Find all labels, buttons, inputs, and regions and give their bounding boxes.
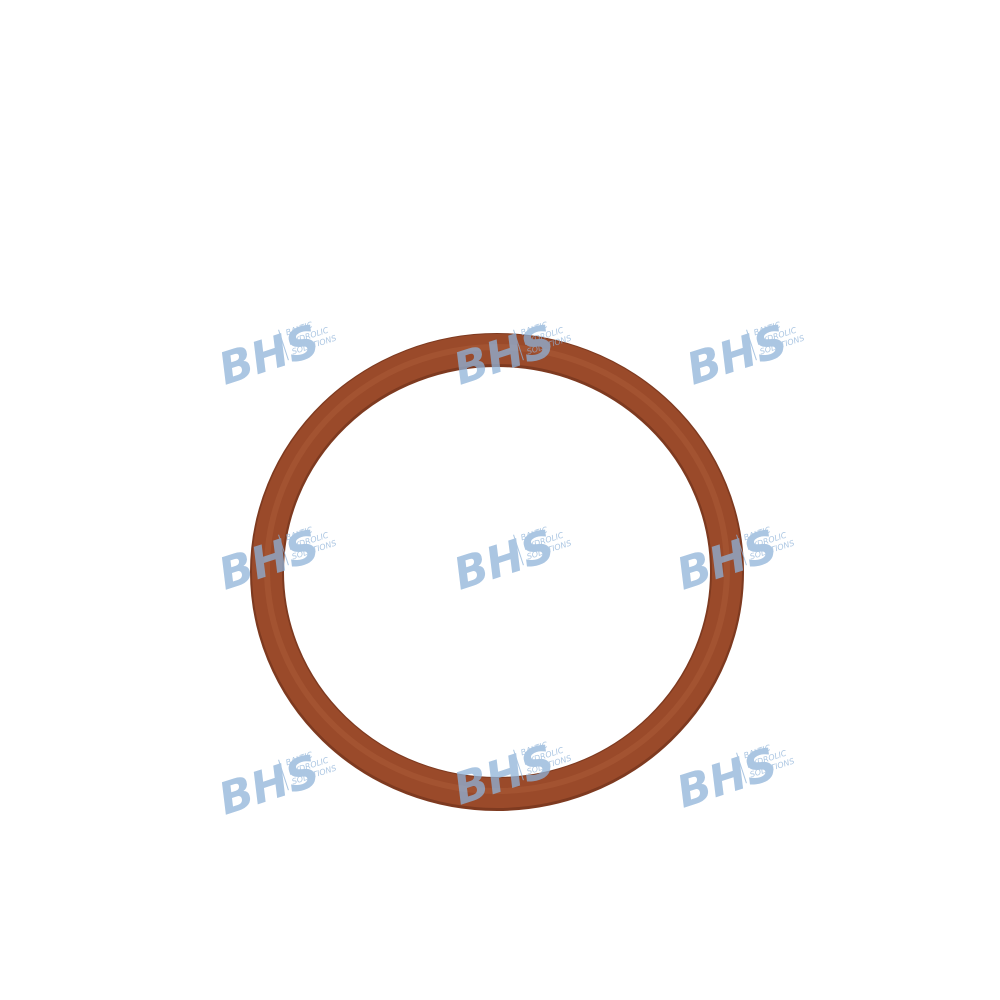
watermark-divider	[278, 534, 289, 566]
watermark-divider	[736, 752, 747, 784]
watermark-divider	[746, 329, 757, 361]
watermark-divider	[513, 329, 524, 361]
watermark-divider	[278, 759, 289, 791]
watermark-divider	[513, 534, 524, 566]
o-ring	[250, 333, 744, 811]
o-ring-highlight	[264, 344, 730, 794]
watermark-divider	[736, 534, 747, 566]
watermark-divider	[278, 329, 289, 361]
o-ring-body	[252, 334, 742, 808]
watermark-divider	[513, 749, 524, 781]
